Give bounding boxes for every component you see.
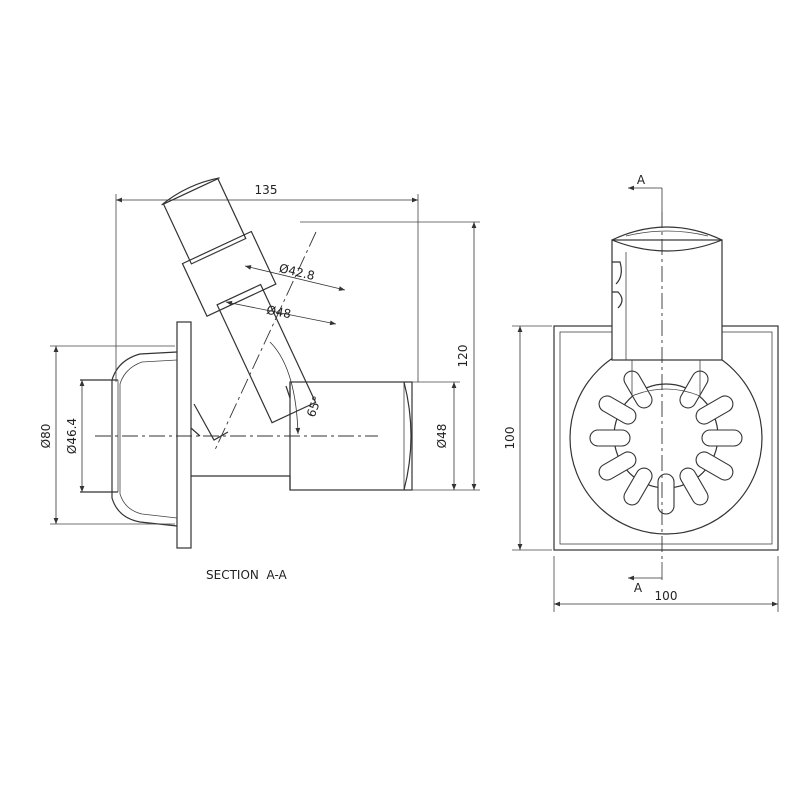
label-plan-width: 100	[655, 589, 678, 603]
dim-line-d48-top	[225, 300, 337, 326]
plan-view: A A 100 100	[503, 173, 779, 612]
label-height: 120	[456, 345, 470, 368]
dim-line-d428	[244, 265, 346, 291]
funnel-body	[111, 351, 178, 527]
grate-slots	[589, 370, 743, 515]
horizontal-pipe	[190, 427, 291, 490]
cut-label-bottom: A	[634, 581, 643, 595]
label-plan-height: 100	[503, 427, 517, 450]
section-caption: SECTION A-A	[206, 568, 288, 582]
label-d428: Ø42.8	[278, 261, 316, 283]
angled-pipe	[161, 177, 317, 424]
flange-plate	[176, 321, 192, 549]
label-d46: Ø46.4	[65, 418, 79, 454]
label-d48-right: Ø48	[435, 424, 449, 449]
label-angle: 65°	[304, 394, 324, 419]
plan-pipe	[611, 239, 723, 361]
cut-label-top: A	[637, 173, 646, 187]
label-overall-width: 135	[255, 183, 278, 197]
label-d80: Ø80	[39, 424, 53, 449]
section-view: 135 120 Ø48 Ø80 Ø46.4 Ø42.8 Ø48 65° SECT…	[39, 177, 480, 582]
label-d48-top: Ø48	[265, 303, 292, 321]
